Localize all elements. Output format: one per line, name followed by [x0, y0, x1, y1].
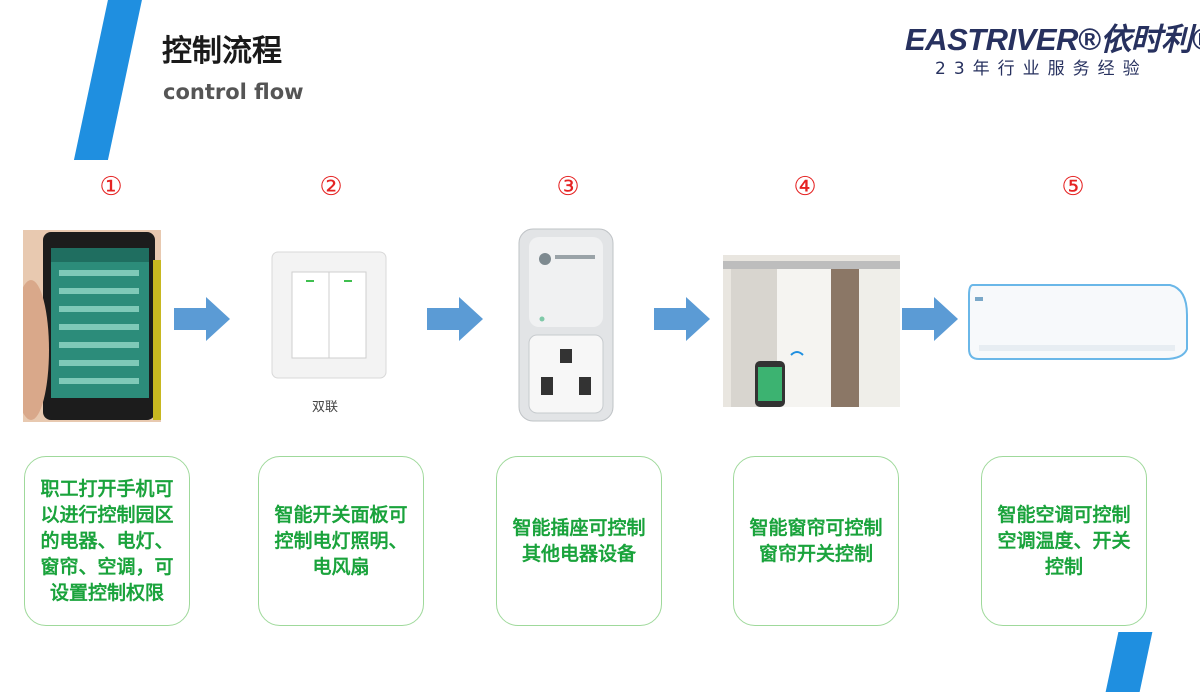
step-number-5: ⑤ — [1061, 172, 1085, 202]
arrow-right-icon — [174, 297, 230, 341]
step-number-2: ② — [319, 172, 343, 202]
decorative-stripe-top — [73, 0, 145, 160]
step-box-1: 职工打开手机可以进行控制园区的电器、电灯、窗帘、空调，可设置控制权限 — [24, 456, 190, 626]
step-description: 智能窗帘可控制窗帘开关控制 — [749, 517, 883, 565]
step-number-4: ④ — [793, 172, 817, 202]
step-description: 智能插座可控制其他电器设备 — [512, 517, 646, 565]
step-box-2: 智能开关面板可控制电灯照明、电风扇 — [258, 456, 424, 626]
page-title: 控制流程 — [162, 34, 282, 69]
logo-brand-text: EASTRIVER®依时利® — [905, 22, 1200, 57]
smart-socket-image — [518, 228, 614, 422]
arrow-right-icon — [427, 297, 483, 341]
arrow-right-icon — [902, 297, 958, 341]
step-number-3: ③ — [556, 172, 580, 202]
curtain-image — [723, 255, 900, 407]
step-description: 智能空调可控制空调温度、开关控制 — [997, 504, 1131, 578]
step-box-5: 智能空调可控制空调温度、开关控制 — [981, 456, 1147, 626]
switch-panel-image — [271, 251, 387, 379]
step-description: 智能开关面板可控制电灯照明、电风扇 — [274, 504, 408, 578]
air-conditioner-image — [968, 284, 1188, 360]
logo-tagline: 23年行业服务经验 — [935, 59, 1148, 79]
step-number-1: ① — [99, 172, 123, 202]
arrow-right-icon — [654, 297, 710, 341]
step-description: 职工打开手机可以进行控制园区的电器、电灯、窗帘、空调，可设置控制权限 — [40, 478, 174, 604]
brand-logo: EASTRIVER®依时利® 23年行业服务经验 — [905, 14, 1200, 80]
decorative-stripe-bottom — [1105, 632, 1153, 692]
page-subtitle: control flow — [163, 80, 304, 104]
step-box-4: 智能窗帘可控制窗帘开关控制 — [733, 456, 899, 626]
switch-caption: 双联 — [312, 400, 339, 415]
step-box-3: 智能插座可控制其他电器设备 — [496, 456, 662, 626]
smartphone-image — [23, 230, 161, 422]
